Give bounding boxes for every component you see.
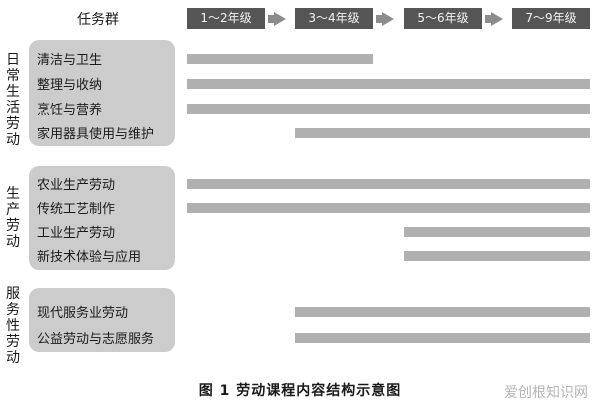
task-industrial-production: 工业生产劳动 xyxy=(37,226,116,241)
arrow-right-icon xyxy=(274,12,286,26)
task-cooking: 烹饪与营养 xyxy=(37,103,103,118)
task-public-welfare: 公益劳动与志愿服务 xyxy=(37,332,155,347)
span-bar-agriculture xyxy=(187,179,590,189)
grade-header-3-4: 3～4年级 xyxy=(295,8,373,29)
arrow-right-icon xyxy=(485,15,491,23)
span-bar-industrial-production xyxy=(404,227,590,237)
group-label-production: 生产劳动 xyxy=(6,186,20,250)
figure-caption: 图 1 劳动课程内容结构示意图 xyxy=(198,383,402,399)
daily-life-task-box xyxy=(29,40,175,146)
grade-header-7-9: 7～9年级 xyxy=(512,8,590,29)
span-bar-traditional-crafts xyxy=(187,203,590,213)
task-group-header: 任务群 xyxy=(77,12,119,28)
group-label-daily-life: 日常生活劳动 xyxy=(6,52,20,148)
span-bar-public-welfare xyxy=(295,333,590,343)
span-bar-household-appliances xyxy=(295,128,590,138)
task-modern-services: 现代服务业劳动 xyxy=(37,306,129,321)
span-bar-organizing xyxy=(187,79,590,89)
task-agriculture: 农业生产劳动 xyxy=(37,178,116,193)
arrow-right-icon xyxy=(491,12,503,26)
grade-header-1-2: 1～2年级 xyxy=(187,8,265,29)
task-cleaning: 清洁与卫生 xyxy=(37,53,103,68)
span-bar-cleaning xyxy=(187,54,373,64)
task-household-appliances: 家用器具使用与维护 xyxy=(37,127,155,142)
service-task-box xyxy=(29,288,175,352)
arrow-right-icon xyxy=(382,12,394,26)
group-label-service: 服务性劳动 xyxy=(6,286,20,366)
grade-header-5-6: 5～6年级 xyxy=(404,8,482,29)
task-organizing: 整理与收纳 xyxy=(37,78,103,93)
span-bar-modern-services xyxy=(295,307,590,317)
watermark: 爱创根知识网 xyxy=(504,385,588,401)
production-task-box xyxy=(29,166,175,270)
task-traditional-crafts: 传统工艺制作 xyxy=(37,202,116,217)
arrow-right-icon xyxy=(268,15,274,23)
task-new-technology: 新技术体验与应用 xyxy=(37,250,142,265)
span-bar-new-technology xyxy=(404,251,590,261)
span-bar-cooking xyxy=(187,104,590,114)
arrow-right-icon xyxy=(376,15,382,23)
